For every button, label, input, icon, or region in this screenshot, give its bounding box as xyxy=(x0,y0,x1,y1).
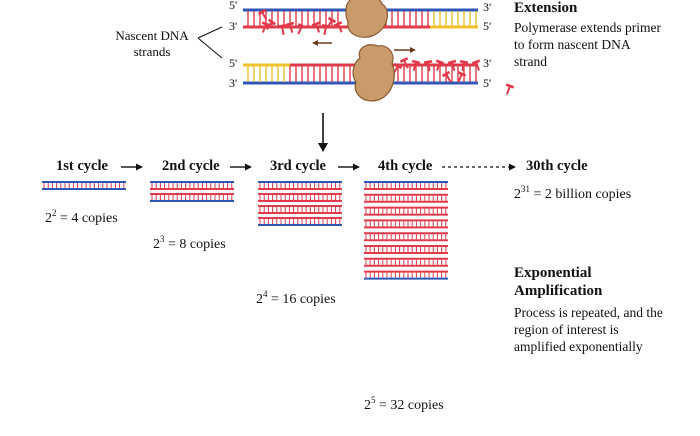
polymerase-top xyxy=(345,0,389,38)
nucleotide xyxy=(311,21,321,33)
nucleotide xyxy=(441,70,452,83)
dna-copy-stacks xyxy=(42,181,448,280)
dna-duplex xyxy=(364,219,448,229)
down-arrow xyxy=(318,113,328,152)
direction-arrow-right xyxy=(394,47,416,53)
dna-duplex xyxy=(150,193,234,202)
nucleotide xyxy=(266,18,277,30)
nucleotide xyxy=(399,57,409,69)
cycle-4-stack xyxy=(364,181,448,280)
dna-duplex xyxy=(364,181,448,190)
cycle-4-copies: 25 = 32 copies xyxy=(364,395,444,414)
extension-title: Extension xyxy=(514,0,578,16)
dna-duplex xyxy=(364,232,448,242)
end-label-5-bottom-right: 5' xyxy=(483,76,492,90)
cycle-3-label: 3rd cycle xyxy=(270,158,326,174)
dna-duplex xyxy=(364,257,448,267)
nucleotide xyxy=(261,21,271,33)
dna-duplex xyxy=(364,245,448,254)
polymerase-bottom xyxy=(352,44,395,102)
cycle-1-label: 1st cycle xyxy=(56,158,108,174)
dna-duplex xyxy=(258,181,342,190)
dna-duplex xyxy=(258,217,342,226)
cycle-2-stack xyxy=(150,181,234,202)
dna-duplex xyxy=(42,181,126,190)
end-label-5-bottom-left: 5' xyxy=(229,56,238,70)
cycle-arrow-3 xyxy=(338,163,360,171)
direction-arrow-left xyxy=(312,40,332,46)
dna-duplex xyxy=(364,270,448,280)
nucleotide xyxy=(257,8,268,21)
amplification-description: Process is repeated, and the region of i… xyxy=(514,305,663,354)
nucleotide xyxy=(326,16,337,29)
nucleotide xyxy=(297,23,307,35)
dna-duplex xyxy=(258,205,342,214)
dna-duplex xyxy=(258,193,342,202)
label-bracket xyxy=(197,26,223,59)
nucleotide xyxy=(505,83,515,95)
end-label-5-top-left: 5' xyxy=(229,0,238,12)
bottom-duplex-rungs xyxy=(247,66,477,82)
cycle-30-copies: 231 = 2 billion copies xyxy=(514,184,632,203)
end-label-5-top-right: 5' xyxy=(483,19,492,33)
nucleotide xyxy=(459,60,469,72)
end-label-3-bottom-right: 3' xyxy=(483,56,492,70)
nucleotide xyxy=(457,71,467,83)
dna-duplex xyxy=(364,206,448,216)
nascent-strands-label: Nascent DNA strands xyxy=(115,28,189,59)
cycle-3-copies: 24 = 16 copies xyxy=(256,289,336,308)
end-label-3-top-right: 3' xyxy=(483,0,492,14)
cycle-30-label: 30th cycle xyxy=(526,158,588,174)
cycle-1-copies: 22 = 4 copies xyxy=(45,208,118,227)
cycle-arrow-1 xyxy=(121,163,143,171)
nucleotide xyxy=(277,24,287,36)
nucleotide xyxy=(411,59,421,71)
amplification-title: Exponential Amplification xyxy=(514,265,603,299)
dna-duplex xyxy=(150,181,234,190)
cycle-2-label: 2nd cycle xyxy=(162,158,220,174)
nucleotide xyxy=(447,59,457,71)
end-label-3-bottom-left: 3' xyxy=(229,76,238,90)
cycle-4-label: 4th cycle xyxy=(378,158,433,174)
cycle-arrow-2 xyxy=(230,163,252,171)
nucleotide xyxy=(435,59,445,71)
free-nucleotides xyxy=(257,8,515,95)
nucleotide xyxy=(285,21,295,33)
nucleotide xyxy=(333,21,343,33)
cycle-1-stack xyxy=(42,181,126,190)
cycle-arrow-dashed xyxy=(442,163,516,171)
cycle-2-copies: 23 = 8 copies xyxy=(153,234,226,253)
nucleotide xyxy=(471,59,481,71)
nucleotide xyxy=(423,60,433,72)
dna-duplex xyxy=(364,193,448,203)
cycle-3-stack xyxy=(258,181,342,226)
end-label-3-top-left: 3' xyxy=(229,19,238,33)
extension-description: Polymerase extends primer to form nascen… xyxy=(514,20,661,69)
